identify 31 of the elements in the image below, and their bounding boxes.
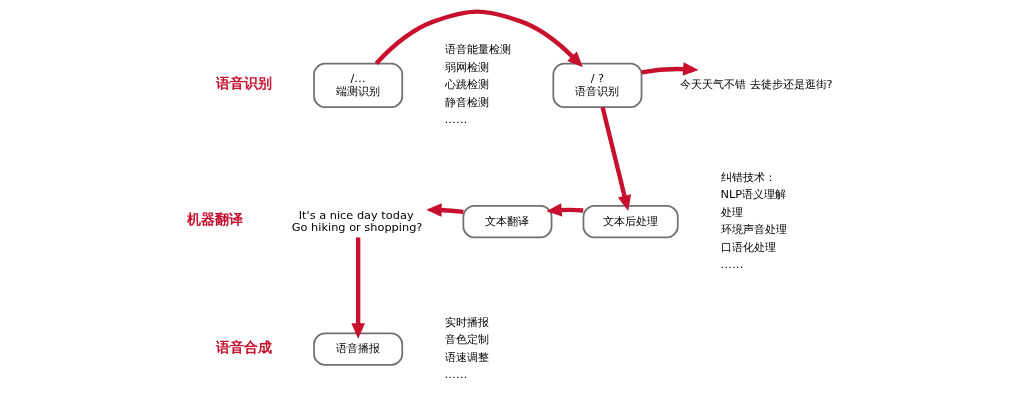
- node-box: / ? 语音识别: [552, 62, 643, 109]
- label: 音色定制: [444, 332, 489, 347]
- node-text: It's a nice day today Go hiking or shopping?: [291, 207, 423, 234]
- label: 语音合成: [215, 338, 272, 355]
- arrow: [600, 106, 632, 211]
- arrow: [374, 9, 583, 68]
- node-box: /… 端测识别: [313, 62, 404, 109]
- arrow: [351, 237, 365, 339]
- node-text: 今天天气不错 去徒步还是逛街?: [679, 77, 833, 92]
- label: ……: [444, 367, 468, 382]
- label: 语音能量检测: [444, 42, 511, 57]
- label: 静音检测: [444, 94, 489, 109]
- label: 纠错技术：: [720, 169, 776, 184]
- label: NLP语义理解: [720, 187, 787, 202]
- arrow: [426, 203, 464, 217]
- label: 环境声音处理: [720, 222, 787, 237]
- label: 实时播报: [444, 314, 489, 329]
- label: ……: [444, 112, 468, 127]
- label: 语音识别: [215, 74, 272, 91]
- label: ……: [720, 257, 744, 272]
- label: 口语化处理: [720, 239, 776, 254]
- arrow: [641, 62, 699, 76]
- label: 机器翻译: [186, 211, 243, 228]
- label: 心跳检测: [444, 77, 489, 92]
- node-box: 文本后处理: [582, 205, 679, 239]
- node-box: 文本翻译: [462, 205, 553, 239]
- node-box: 语音播报: [313, 332, 404, 366]
- arrow: [546, 203, 584, 217]
- label: 处理: [720, 204, 743, 219]
- label: 弱网检测: [444, 59, 489, 74]
- label: 语速调整: [444, 349, 489, 364]
